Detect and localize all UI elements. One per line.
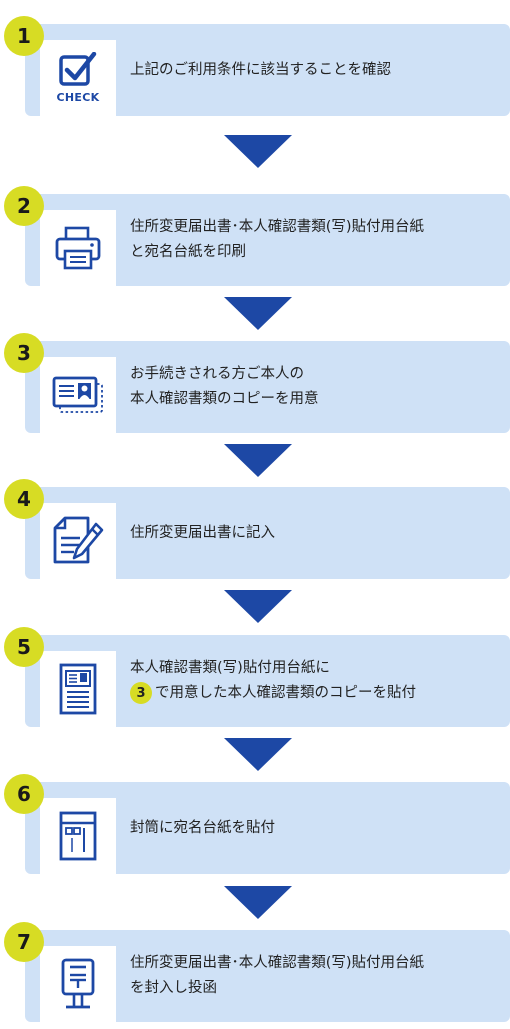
step-text: 住所変更届出書･本人確認書類(写)貼付用台紙 (130, 955, 425, 971)
step-text: 封筒に宛名台紙を貼付 (130, 819, 275, 836)
down-arrow-icon (224, 738, 292, 771)
step-text: 上記のご利用条件に該当することを確認 (130, 61, 391, 78)
step-2: 2 住所変更届出書･本人確認書類(写)貼付用台紙 と宛名台紙を印刷 (0, 186, 510, 286)
step-label: 封筒に宛名台紙を貼付 (130, 782, 500, 874)
step-label: 住所変更届出書･本人確認書類(写)貼付用台紙 と宛名台紙を印刷 (130, 194, 500, 286)
down-arrow-icon (224, 886, 292, 919)
check-label: CHECK (56, 91, 100, 104)
step-4: 4 住所変更届出書に記入 (0, 479, 510, 579)
step-text: で用意した本人確認書類のコピーを貼付 (155, 685, 416, 701)
step-3: 3 お手続きされる方ご本人の 本人確認書類のコピーを用意 (0, 333, 510, 433)
step-label: 住所変更届出書･本人確認書類(写)貼付用台紙 を封入し投函 (130, 930, 500, 1022)
step-number-badge: 7 (4, 922, 44, 962)
down-arrow-icon (224, 297, 292, 330)
step-number-badge: 6 (4, 774, 44, 814)
id-card-icon (40, 357, 116, 433)
envelope-icon (40, 798, 116, 874)
mailbox-icon (40, 946, 116, 1022)
step-7: 7 住所変更届出書･本人確認書類(写)貼付用台紙 を封入し投函 (0, 922, 510, 1022)
down-arrow-icon (224, 444, 292, 477)
step-label: 住所変更届出書に記入 (130, 487, 500, 579)
step-1: 1 CHECK 上記のご利用条件に該当することを確認 (0, 16, 510, 116)
step-text: 住所変更届出書･本人確認書類(写)貼付用台紙 (130, 219, 425, 235)
down-arrow-icon (224, 590, 292, 623)
check-icon: CHECK (40, 40, 116, 116)
step-text: を封入し投函 (130, 980, 217, 996)
printer-icon (40, 210, 116, 286)
down-arrow-icon (224, 135, 292, 168)
step-number-badge: 5 (4, 627, 44, 667)
step-text: 本人確認書類(写)貼付用台紙に (130, 660, 330, 676)
step-text: と宛名台紙を印刷 (130, 244, 246, 260)
step-reference-badge: 3 (130, 682, 152, 704)
step-6: 6 封筒に宛名台紙を貼付 (0, 774, 510, 874)
step-number-badge: 1 (4, 16, 44, 56)
step-number-badge: 4 (4, 479, 44, 519)
step-text: 住所変更届出書に記入 (130, 524, 275, 541)
step-text: お手続きされる方ご本人の (130, 366, 304, 382)
id-document-icon (40, 651, 116, 727)
step-label: お手続きされる方ご本人の 本人確認書類のコピーを用意 (130, 341, 500, 433)
form-pencil-icon (40, 503, 116, 579)
step-number-badge: 3 (4, 333, 44, 373)
step-text: 本人確認書類のコピーを用意 (130, 391, 319, 407)
step-number-badge: 2 (4, 186, 44, 226)
step-label: 上記のご利用条件に該当することを確認 (130, 24, 500, 116)
